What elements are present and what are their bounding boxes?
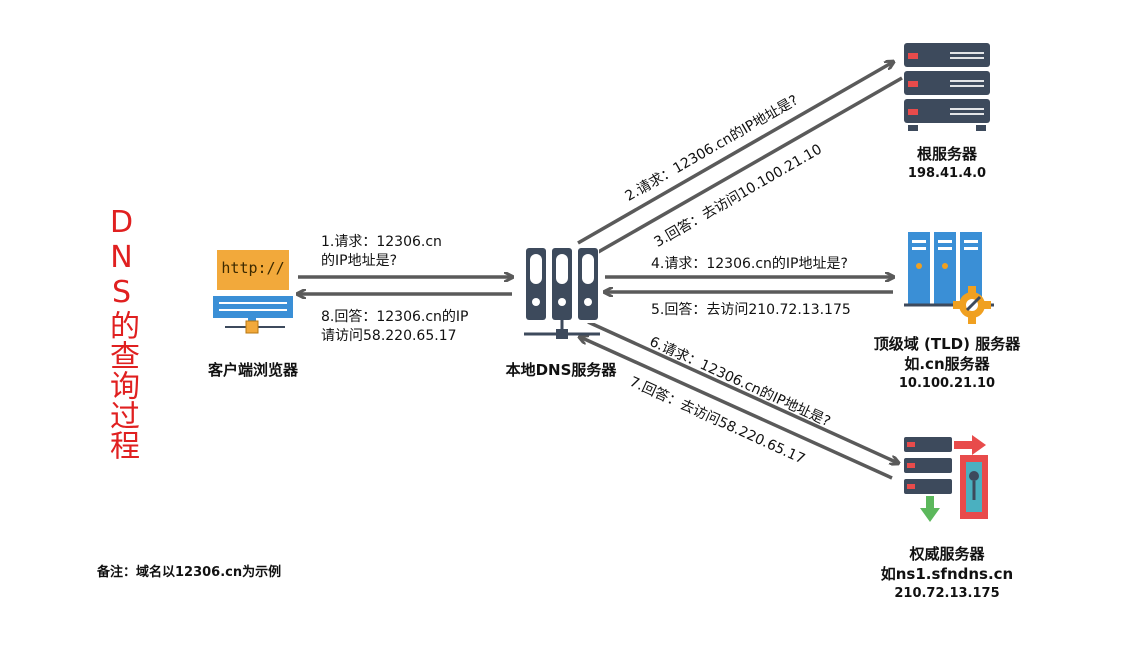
tld-server-example: 如.cn服务器 xyxy=(904,355,990,373)
auth-server-ip: 210.72.13.175 xyxy=(894,586,1000,601)
arrow-step2 xyxy=(577,62,893,245)
tld-server-ip: 10.100.21.10 xyxy=(898,376,996,391)
local-dns-label: 本地DNS服务器 xyxy=(505,361,617,379)
step1-label-line2: 的IP地址是? xyxy=(321,253,398,269)
step8-label-line2: 请访问58.220.65.17 xyxy=(321,328,457,344)
root-server-icon xyxy=(904,43,990,131)
tld-server-name: 顶级域 (TLD) 服务器 xyxy=(873,335,1021,353)
auth-server-example: 如ns1.sfndns.cn xyxy=(880,565,1014,583)
tld-server-icon xyxy=(904,232,994,324)
auth-server-name: 权威服务器 xyxy=(909,545,985,563)
step1-label-line1: 1.请求：12306.cn xyxy=(321,234,442,250)
step8-label-line1: 8.回答：12306.cn的IP xyxy=(321,309,469,325)
footnote: 备注：域名以12306.cn为示例 xyxy=(97,565,282,580)
diagram-title: DNS的查询过程 xyxy=(104,205,139,460)
root-server-ip: 198.41.4.0 xyxy=(907,166,987,181)
step5-label: 5.回答：去访问210.72.13.175 xyxy=(651,302,851,318)
client-screen-text: http:// xyxy=(221,259,285,277)
client-label: 客户端浏览器 xyxy=(207,361,298,379)
local-dns-server-icon xyxy=(524,246,600,339)
client-computer-icon xyxy=(213,250,293,334)
arrow-step7 xyxy=(580,337,893,480)
arrow-down-icon xyxy=(920,496,940,522)
root-server-name: 根服务器 xyxy=(916,145,977,163)
step4-label: 4.请求：12306.cn的IP地址是? xyxy=(651,256,848,272)
arrow-step6 xyxy=(587,320,898,463)
authoritative-server-icon xyxy=(904,435,988,522)
arrow-right-icon xyxy=(954,435,986,455)
arrow-step3 xyxy=(586,76,903,259)
gear-icon xyxy=(953,286,991,324)
